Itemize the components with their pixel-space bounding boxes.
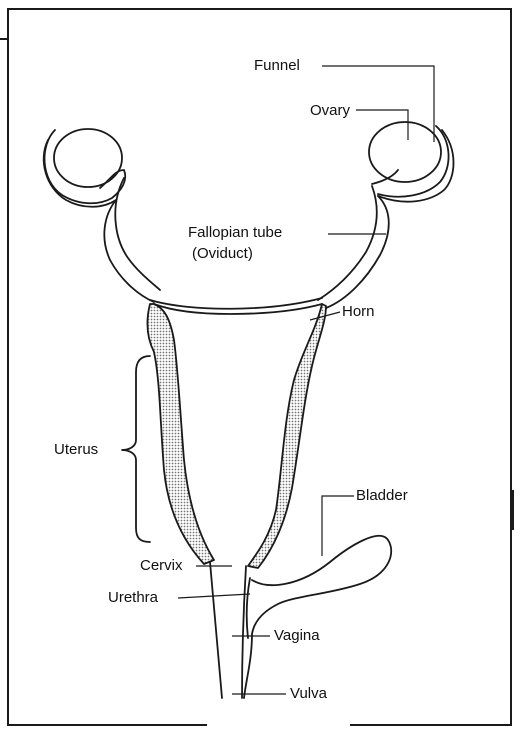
label-bladder: Bladder — [356, 488, 408, 503]
right-fallopian-tube-inner — [318, 186, 377, 300]
label-vulva: Vulva — [290, 686, 327, 701]
uterus-fundus — [150, 298, 322, 309]
label-horn: Horn — [342, 304, 375, 319]
left-ovary — [54, 129, 122, 187]
left-uterine-wall — [147, 304, 214, 564]
right-fallopian-tube-outer — [326, 196, 389, 308]
left-fallopian-tube-outer — [104, 200, 154, 302]
right-uterine-wall — [248, 304, 326, 568]
vaginal-canal-left — [210, 562, 222, 698]
uterus-bracket — [122, 356, 150, 542]
left-fallopian-tube-inner — [115, 178, 160, 290]
vaginal-canal-right — [242, 566, 246, 698]
label-oviduct: (Oviduct) — [192, 246, 253, 261]
label-funnel: Funnel — [254, 58, 300, 73]
label-vagina: Vagina — [274, 628, 320, 643]
label-ovary: Ovary — [310, 103, 350, 118]
label-fallopian-tube: Fallopian tube — [188, 225, 282, 240]
urethra — [244, 634, 252, 698]
label-urethra: Urethra — [108, 590, 158, 605]
label-uterus: Uterus — [54, 442, 98, 457]
label-cervix: Cervix — [140, 558, 183, 573]
right-ovary — [369, 122, 441, 182]
